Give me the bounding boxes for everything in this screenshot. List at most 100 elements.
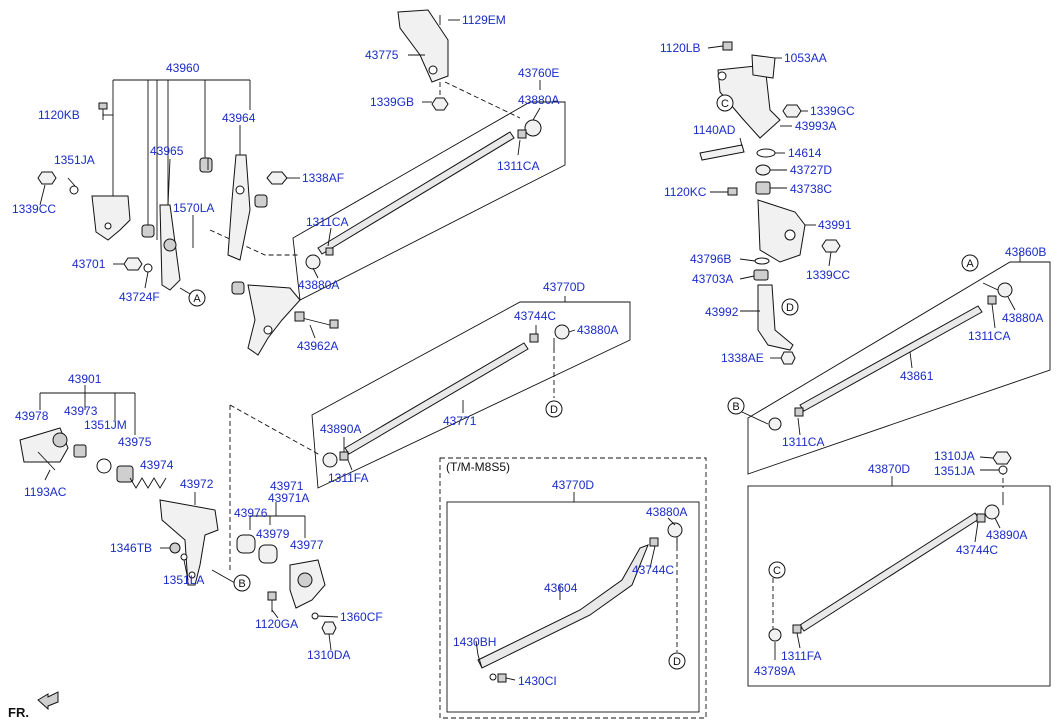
variant-box	[439, 457, 707, 719]
part-label: 43789A	[754, 664, 795, 678]
part-label: 1430BH	[453, 635, 496, 649]
marker-label: B	[238, 578, 245, 590]
marker-a-left	[188, 289, 206, 307]
marker-label: D	[673, 656, 681, 668]
part-label: 43760E	[518, 66, 559, 80]
marker-label: D	[786, 302, 794, 314]
marker-d-variant	[668, 652, 686, 670]
marker-c-top	[716, 94, 734, 112]
part-label: 43971A	[268, 491, 309, 505]
part-label: 43701	[72, 257, 106, 271]
part-label: 43974	[140, 458, 174, 472]
part-label: 43724F	[119, 290, 160, 304]
part-label: 1351JA	[54, 153, 95, 167]
part-label: 43796B	[690, 252, 731, 266]
marker-label: A	[966, 258, 974, 270]
part-label: 1351JA	[934, 464, 975, 478]
part-label: 1346TB	[110, 541, 152, 555]
part-label: 43979	[256, 527, 290, 541]
part-label: 1351JM	[84, 418, 127, 432]
part-label: 43976	[234, 506, 268, 520]
fr-label: FR.	[8, 705, 29, 720]
part-label: 43604	[544, 581, 578, 595]
part-label: 1120GA	[255, 617, 298, 631]
part-label: 43977	[290, 538, 324, 552]
part-label: 43775	[365, 48, 399, 62]
part-label: 43975	[118, 435, 152, 449]
marker-label: D	[550, 404, 558, 416]
variant-box-title: (T/M-M8S5)	[446, 460, 510, 474]
part-shapes	[19, 9, 1013, 711]
part-label: 1338AE	[721, 351, 764, 365]
marker-c-right	[768, 561, 786, 579]
part-label: 43964	[222, 111, 256, 125]
marker-label: B	[732, 401, 739, 413]
part-label: 1193AC	[24, 485, 67, 499]
part-label: 1310JA	[934, 449, 975, 463]
group-frames	[39, 79, 1051, 719]
part-label: 43727D	[790, 163, 832, 177]
part-label: 43744C	[514, 309, 556, 323]
part-label: 43972	[180, 477, 214, 491]
marker-d-right	[781, 298, 799, 316]
part-label: 43880A	[298, 278, 339, 292]
part-label: 43890A	[986, 528, 1027, 542]
part-label: 43771	[443, 414, 477, 428]
part-label: 43965	[150, 144, 184, 158]
marker-b-left	[233, 574, 251, 592]
part-label: 1311CA	[497, 159, 539, 173]
part-label: 43992	[705, 305, 739, 319]
marker-d-mid	[545, 400, 563, 418]
part-label: 43770D	[552, 478, 594, 492]
part-label: 43738C	[790, 182, 832, 196]
part-label: 1310DA	[307, 648, 350, 662]
part-label: 43703A	[692, 272, 733, 286]
part-label: 1311CA	[782, 435, 824, 449]
part-label: 1311CA	[306, 215, 348, 229]
part-label: 1339GB	[370, 95, 414, 109]
part-label: 43978	[15, 409, 49, 423]
part-label: 43890A	[320, 422, 361, 436]
marker-a-right	[961, 254, 979, 272]
marker-b-right	[727, 397, 745, 415]
part-label: 14614	[788, 146, 822, 160]
part-label: 43991	[818, 218, 852, 232]
part-label: 1311FA	[328, 471, 368, 485]
part-label: 43973	[64, 404, 98, 418]
part-label: 43880A	[1002, 311, 1043, 325]
part-label: 43880A	[646, 505, 687, 519]
part-label: 1311FA	[781, 649, 821, 663]
marker-label: C	[721, 98, 729, 110]
part-label: 1120LB	[660, 41, 700, 55]
part-label: 1339GC	[810, 104, 855, 118]
part-label: 43870D	[868, 462, 910, 476]
leader-lines	[39, 19, 1021, 681]
part-label: 1360CF	[340, 610, 383, 624]
part-label: 43901	[68, 372, 102, 386]
part-label: 43880A	[577, 323, 618, 337]
part-label: 1570LA	[173, 201, 214, 215]
marker-label: A	[193, 293, 201, 305]
part-label: 1129EM	[462, 13, 506, 27]
fr-arrow-icon	[37, 691, 59, 711]
part-label: 1120KB	[38, 108, 80, 122]
part-label: 43770D	[543, 280, 585, 294]
part-label: 43993A	[795, 119, 836, 133]
part-label: 1339CC	[12, 202, 56, 216]
part-label: 43971	[270, 479, 304, 493]
part-label: 1120KC	[664, 185, 707, 199]
part-label: 1053AA	[784, 51, 827, 65]
part-label: 43880A	[518, 93, 559, 107]
part-label: 43860B	[1005, 245, 1046, 259]
part-label: 1430CI	[518, 674, 557, 688]
part-label: 1338AF	[302, 171, 344, 185]
part-label: 43960	[166, 61, 200, 75]
part-label: 1339CC	[806, 268, 850, 282]
part-label: 1351LA	[163, 573, 204, 587]
marker-label: C	[773, 565, 781, 577]
part-label: 43861	[900, 369, 934, 383]
part-labels: 1129EM 43775 1339GB 43760E 43880A 1311CA…	[8, 13, 1046, 720]
part-label: 43744C	[632, 563, 674, 577]
part-label: 1311CA	[968, 329, 1010, 343]
